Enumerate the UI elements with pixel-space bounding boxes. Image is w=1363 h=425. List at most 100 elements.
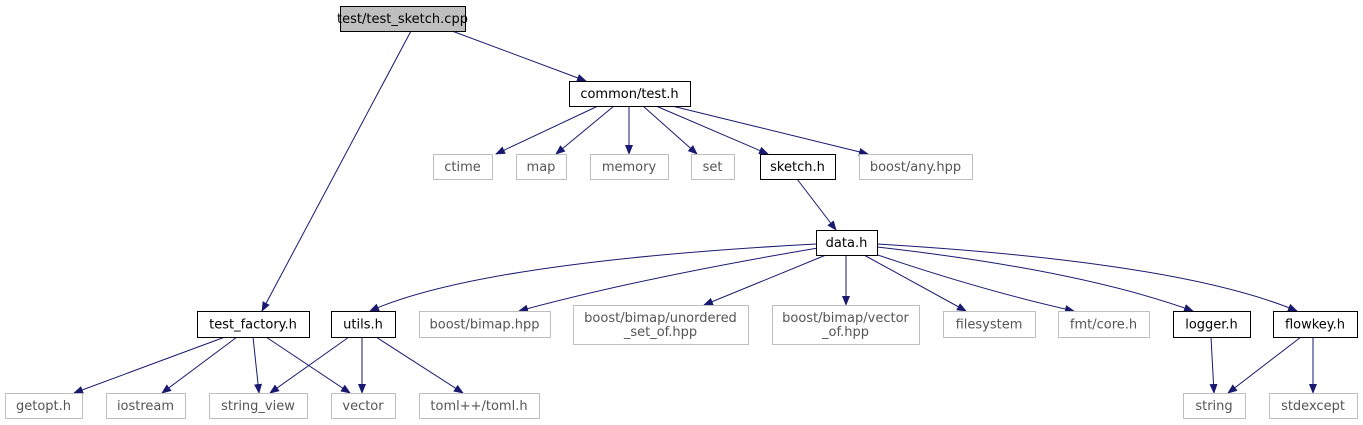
node-string-view: string_view — [209, 393, 308, 419]
node-label: _set_of.hpp — [623, 325, 697, 340]
node-flowkey-h[interactable]: flowkey.h — [1273, 311, 1358, 338]
node-box — [1058, 311, 1150, 338]
node-label: sketch.h — [770, 160, 825, 175]
node-label: boost/bimap.hpp — [429, 318, 539, 333]
edge-sketch-h-to-data-h — [796, 178, 837, 231]
node-test-sketch[interactable]: test/test_sketch.cpp — [337, 6, 468, 32]
node-label: flowkey.h — [1285, 318, 1345, 333]
node-box — [419, 393, 540, 419]
node-box — [516, 154, 567, 180]
node-stdexcept: stdexcept — [1269, 393, 1358, 419]
node-boost-any: boost/any.hpp — [859, 154, 973, 180]
node-box — [106, 393, 186, 419]
node-label: utils.h — [343, 318, 383, 333]
node-box — [1183, 393, 1246, 419]
node-label: _of.hpp — [821, 325, 869, 340]
node-vector: vector — [331, 393, 396, 419]
node-label: set — [703, 160, 723, 175]
node-label: ctime — [444, 160, 481, 175]
node-label: common/test.h — [580, 87, 678, 102]
node-utils-h[interactable]: utils.h — [331, 311, 396, 338]
node-box — [573, 305, 749, 345]
node-map: map — [516, 154, 567, 180]
edge-test-sketch-to-test-factory — [261, 30, 412, 312]
node-box — [331, 393, 396, 419]
node-box — [772, 305, 920, 345]
node-label: boost/any.hpp — [870, 160, 961, 175]
edge-test-factory-to-iostream — [161, 336, 238, 394]
node-label: test/test_sketch.cpp — [337, 12, 468, 27]
edge-utils-h-to-toml — [375, 336, 464, 394]
node-box — [209, 393, 308, 419]
node-box — [340, 6, 466, 32]
node-box — [691, 154, 735, 180]
node-filesystem: filesystem — [943, 311, 1036, 338]
node-box — [590, 154, 669, 180]
node-iostream: iostream — [106, 393, 186, 419]
node-box — [569, 81, 691, 107]
node-label: vector — [342, 399, 384, 414]
node-label: logger.h — [1185, 318, 1238, 333]
node-box — [1173, 311, 1251, 338]
node-box — [331, 311, 396, 338]
node-memory: memory — [590, 154, 669, 180]
node-label: toml++/toml.h — [430, 399, 527, 414]
edge-test-factory-to-getopt — [73, 336, 226, 394]
node-label: boost/bimap/vector — [782, 311, 909, 326]
edge-test-factory-to-string-view — [252, 336, 263, 394]
node-box — [859, 154, 973, 180]
node-box — [5, 393, 83, 419]
edge-common-test-to-sketch-h — [655, 105, 769, 155]
node-box — [816, 230, 878, 256]
node-logger-h[interactable]: logger.h — [1173, 311, 1251, 338]
node-fmt-core: fmt/core.h — [1058, 311, 1150, 338]
node-string: string — [1183, 393, 1246, 419]
node-test-factory[interactable]: test_factory.h — [197, 311, 310, 338]
node-sketch-h[interactable]: sketch.h — [760, 154, 836, 180]
node-label: boost/bimap/unordered — [584, 311, 737, 326]
node-data-h[interactable]: data.h — [816, 230, 878, 256]
edge-data-h-to-filesystem — [863, 254, 967, 312]
node-label: fmt/core.h — [1070, 318, 1137, 333]
node-box — [433, 154, 493, 180]
edge-test-sketch-to-common-test — [451, 30, 587, 82]
node-bimap-vector: boost/bimap/vector_of.hpp — [772, 305, 920, 345]
edge-common-test-to-map — [555, 105, 615, 155]
node-getopt: getopt.h — [5, 393, 83, 419]
node-toml: toml++/toml.h — [419, 393, 540, 419]
node-box — [1269, 393, 1358, 419]
node-box — [1273, 311, 1358, 338]
edge-data-h-to-flowkey-h — [876, 243, 1298, 312]
node-boost-bimap: boost/bimap.hpp — [419, 311, 551, 338]
node-label: memory — [602, 160, 657, 175]
node-label: map — [527, 160, 556, 175]
edge-utils-h-to-string-view — [269, 336, 350, 394]
edge-data-h-to-utils-h — [369, 243, 817, 312]
node-ctime: ctime — [433, 154, 493, 180]
node-common-test[interactable]: common/test.h — [569, 81, 691, 107]
node-label: stdexcept — [1281, 399, 1345, 414]
node-label: data.h — [826, 236, 868, 251]
node-bimap-unordered: boost/bimap/unordered_set_of.hpp — [573, 305, 749, 345]
node-label: filesystem — [956, 318, 1023, 333]
node-label: getopt.h — [16, 399, 71, 414]
edge-data-h-to-fmt-core — [871, 252, 1075, 313]
edge-data-h-to-bimap-unordered — [703, 254, 827, 306]
edge-data-h-to-logger-h — [876, 246, 1194, 312]
node-box — [760, 154, 836, 180]
node-label: string_view — [221, 399, 295, 414]
edge-common-test-to-boost-any — [671, 105, 869, 156]
node-label: test_factory.h — [209, 318, 297, 333]
edges-layer — [73, 30, 1317, 394]
node-box — [943, 311, 1036, 338]
edge-common-test-to-set — [642, 105, 698, 155]
edge-logger-h-to-string — [1209, 336, 1218, 394]
node-box — [419, 311, 551, 338]
edge-data-h-to-boost-bimap — [518, 247, 819, 313]
node-label: string — [1195, 399, 1232, 414]
node-box — [197, 311, 310, 338]
edge-common-test-to-ctime — [495, 105, 599, 155]
nodes-layer: test/test_sketch.cpp common/test.h ctime ma… — [5, 6, 1358, 419]
edge-flowkey-h-to-string — [1227, 336, 1302, 394]
